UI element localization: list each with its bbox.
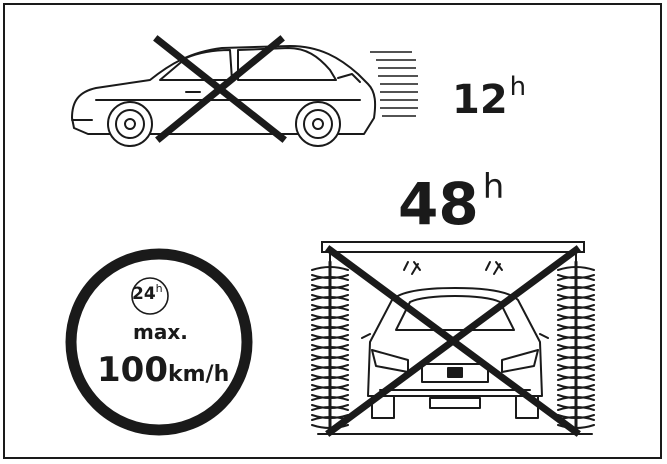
speed-limit-duration-unit: h	[155, 282, 163, 295]
no-driving-hours-unit: h	[509, 72, 527, 102]
car-wash-icon	[311, 241, 595, 435]
speed-limit-duration-value: 24	[132, 284, 156, 304]
no-driving-hours: 12	[452, 77, 508, 123]
cross-out-icon	[153, 35, 287, 143]
speed-limit-unit: km/h	[167, 362, 230, 387]
speed-limit-sign-icon	[65, 248, 253, 436]
speed-limit-value: 100km/h	[97, 353, 229, 387]
speed-limit-max-label: max.	[133, 320, 188, 344]
no-driving-duration: 12h	[452, 74, 526, 123]
right-brush	[557, 260, 595, 434]
no-car-wash-hours: 48	[398, 170, 479, 238]
speed-limit-number: 100	[97, 350, 168, 390]
cross-out-icon	[325, 245, 581, 437]
motion-lines-icon	[370, 51, 418, 117]
duration-badge	[131, 277, 169, 315]
speed-limit-duration: 24h	[132, 283, 163, 304]
left-brush	[311, 260, 349, 434]
no-car-wash-hours-unit: h	[482, 167, 505, 207]
car-front-icon	[361, 287, 549, 419]
